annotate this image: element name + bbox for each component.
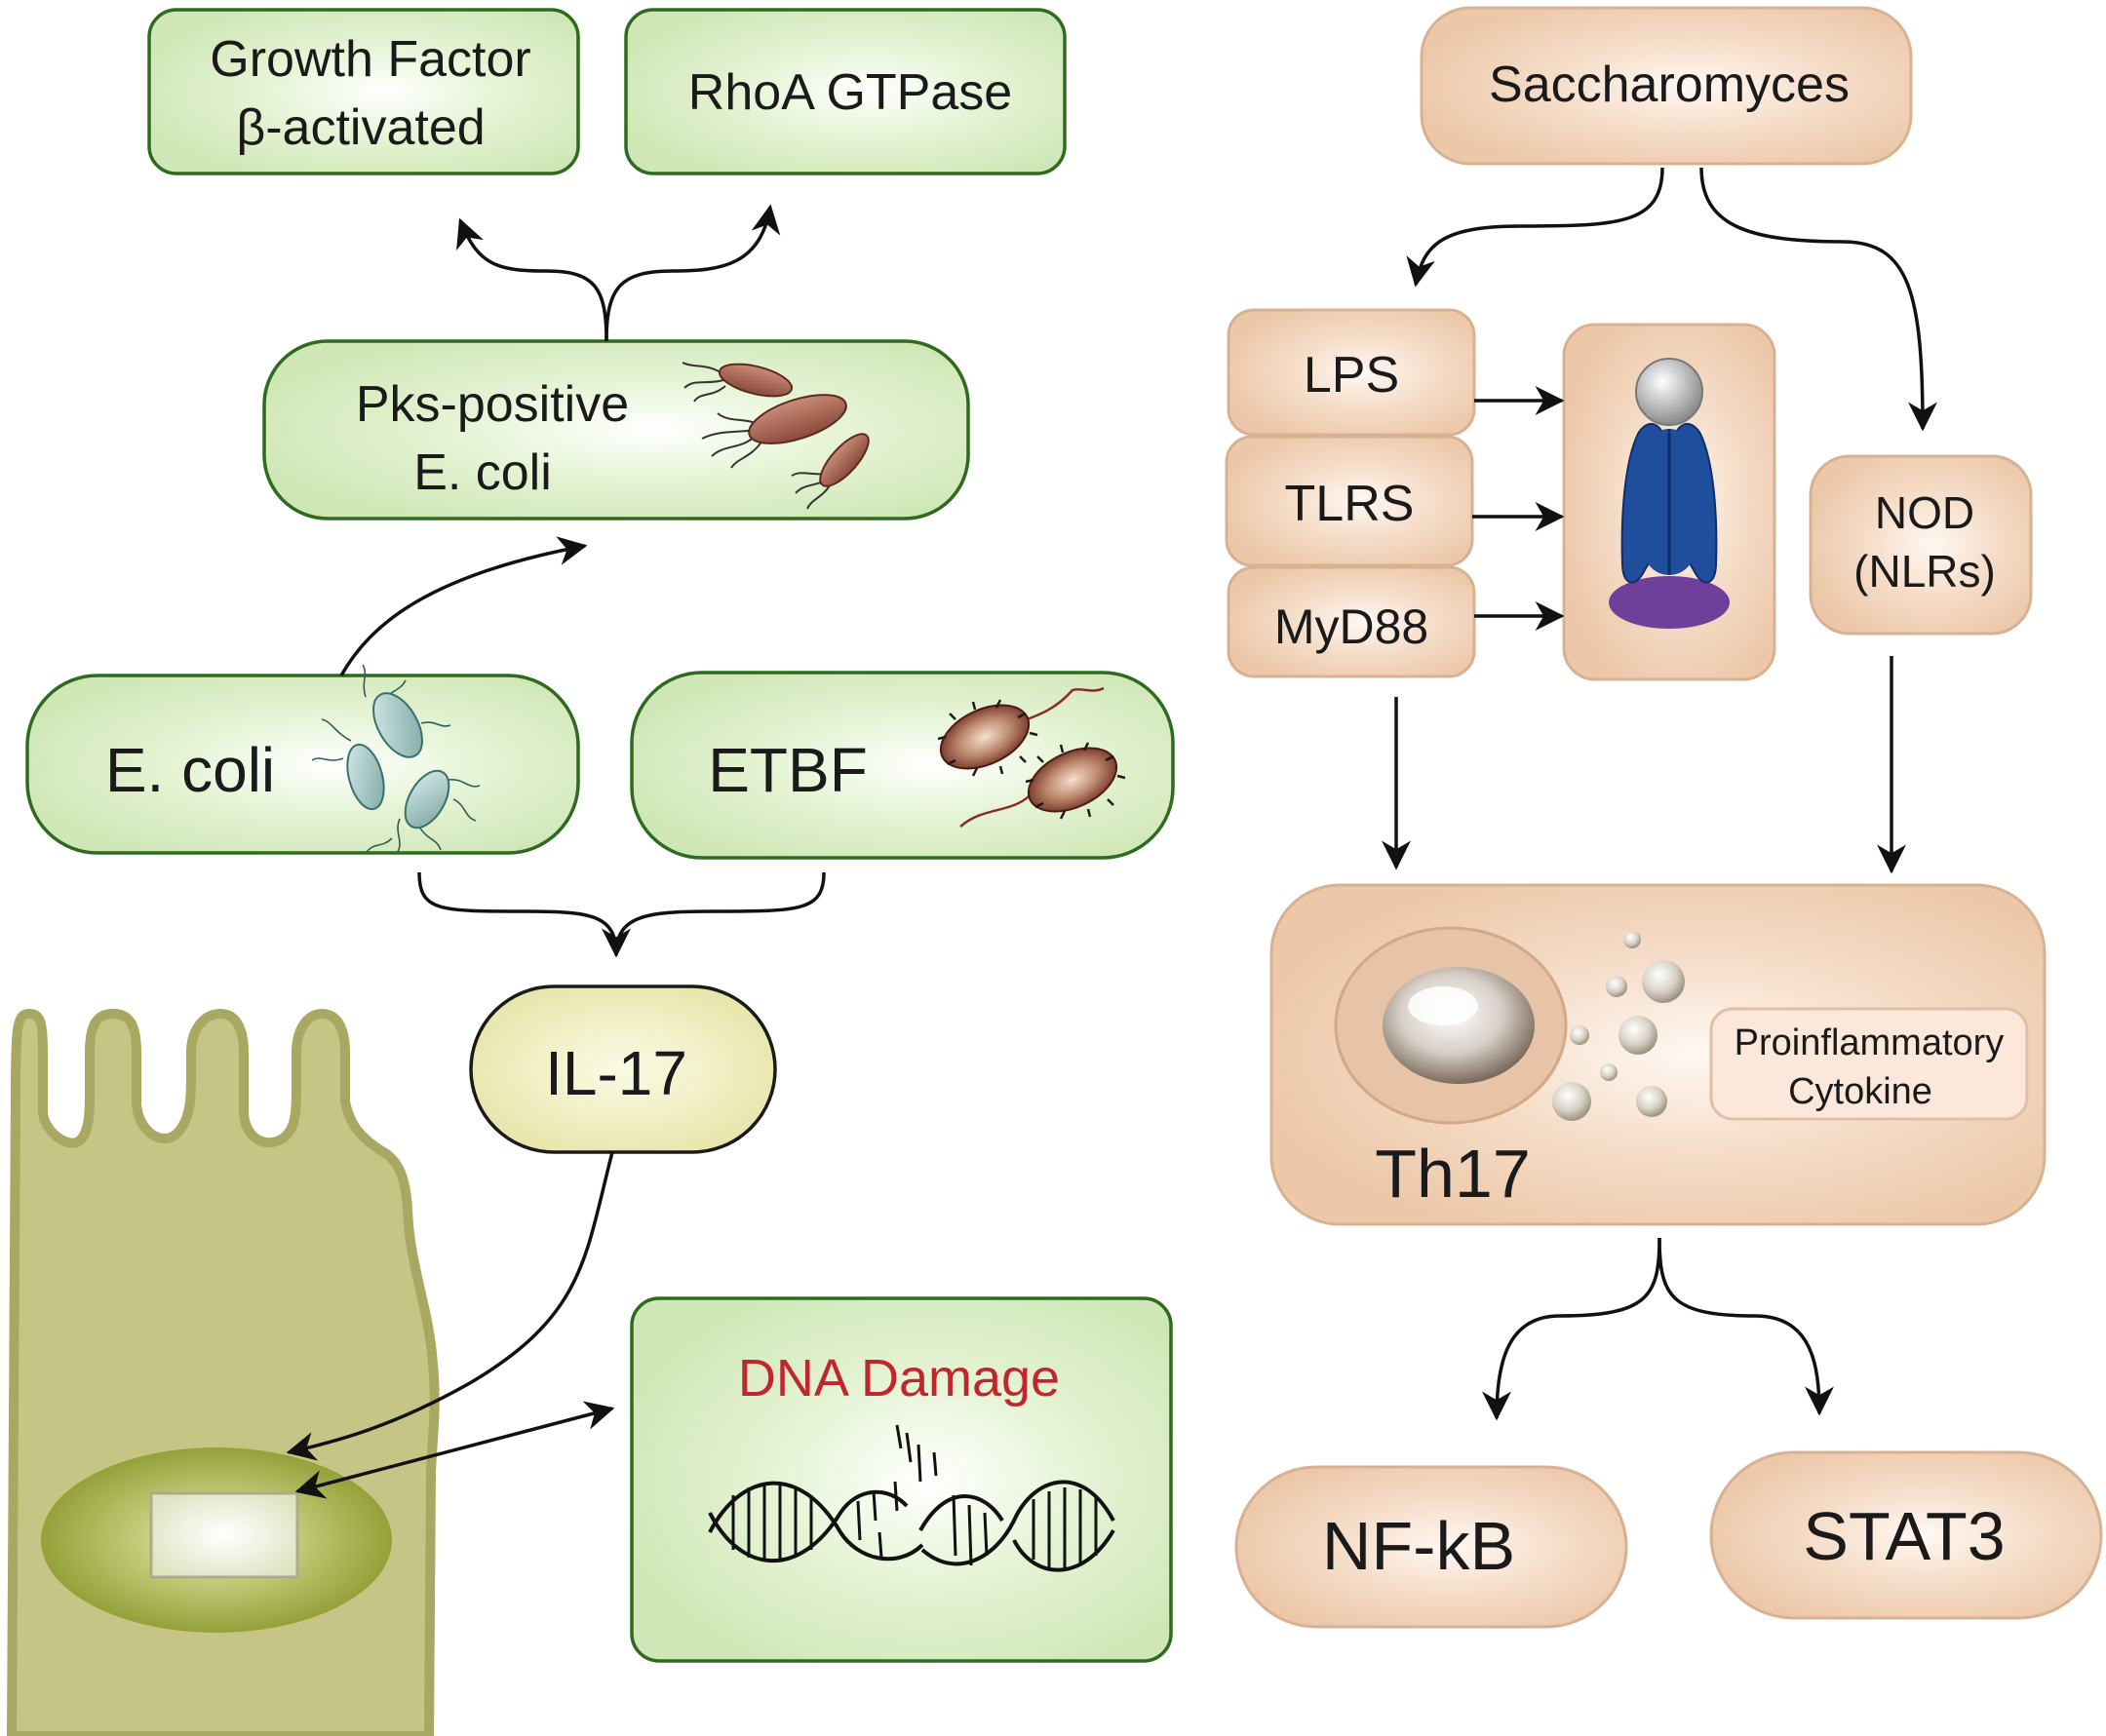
pks-ecoli-box: Pks-positive E. coli xyxy=(262,339,970,521)
growth-factor-label-2: β-activated xyxy=(236,99,485,156)
green-bacteria-icon xyxy=(311,664,481,853)
nfkb-label: NF-kB xyxy=(1322,1508,1515,1584)
nod-box: NOD (NLRs) xyxy=(1809,454,2033,636)
left-connectors xyxy=(286,204,826,1499)
cytokine-label-1: Proinflammatory xyxy=(1735,1022,2005,1063)
nucleus-dna-box xyxy=(149,1491,299,1579)
tlrs-box: TLRS xyxy=(1225,435,1474,567)
nod-label-1: NOD xyxy=(1875,487,1974,538)
broken-dna-icon xyxy=(708,1424,1115,1572)
brown-bacteria-icon xyxy=(682,362,870,510)
arrow-pks-to-rhoa xyxy=(604,204,781,342)
arrow-saccharomyces-to-lps xyxy=(1406,167,1664,288)
receptor-box xyxy=(1562,323,1776,681)
il17-box: IL-17 xyxy=(469,984,777,1154)
tlr-receptor-icon xyxy=(1609,358,1730,629)
rhoa-label: RhoA GTPase xyxy=(688,64,1012,121)
myd88-box: MyD88 xyxy=(1227,565,1476,678)
arrow-th17-to-stat3 xyxy=(1658,1237,1834,1416)
pks-label-2: E. coli xyxy=(413,444,552,501)
il17-label: IL-17 xyxy=(545,1038,687,1108)
arrow-th17-to-nfkb xyxy=(1482,1237,1661,1421)
ecoli-box: E. coli xyxy=(25,664,580,855)
nod-label-2: (NLRs) xyxy=(1853,546,1996,597)
etbf-box: ETBF xyxy=(630,671,1175,860)
th17-box: Th17 Proinflammatory Cytokine xyxy=(1269,883,2047,1226)
right-connectors xyxy=(1382,167,1937,1421)
arrow-nucleus-dna-damage xyxy=(294,1401,615,1499)
arrow-ecoli-to-pks xyxy=(339,536,588,676)
nfkb-box: NF-kB xyxy=(1234,1465,1628,1629)
arrow-pks-to-growth-factor xyxy=(456,217,608,342)
stat3-label: STAT3 xyxy=(1803,1498,2005,1574)
dna-damage-label: DNA Damage xyxy=(738,1349,1060,1408)
saccharomyces-label: Saccharomyces xyxy=(1489,57,1850,113)
th17-cell-icon xyxy=(1334,926,1685,1125)
epithelial-cell-icon xyxy=(7,1009,440,1736)
ecoli-label: E. coli xyxy=(105,735,275,805)
cytokine-box: Proinflammatory Cytokine xyxy=(1709,1007,2029,1121)
rhoa-box: RhoA GTPase xyxy=(624,8,1067,175)
th17-label: Th17 xyxy=(1375,1136,1531,1212)
tlrs-label: TLRS xyxy=(1285,476,1415,532)
myd88-label: MyD88 xyxy=(1274,599,1428,654)
etbf-label: ETBF xyxy=(708,735,868,805)
cytokine-label-2: Cytokine xyxy=(1788,1071,1932,1112)
brace-ecoli xyxy=(417,871,618,956)
saccharomyces-box: Saccharomyces xyxy=(1420,6,1913,166)
lps-label: LPS xyxy=(1304,347,1399,404)
arrow-saccharomyces-to-nod xyxy=(1699,167,1937,432)
dna-damage-box: DNA Damage xyxy=(630,1296,1173,1663)
growth-factor-label-1: Growth Factor xyxy=(210,31,530,88)
pks-label-1: Pks-positive xyxy=(356,376,629,433)
stat3-box: STAT3 xyxy=(1709,1450,2103,1620)
lps-box: LPS xyxy=(1227,308,1476,437)
growth-factor-box: Growth Factor β-activated xyxy=(147,8,580,175)
etbf-bacteria-icon xyxy=(937,686,1126,828)
arrow-brace-to-il17 xyxy=(602,871,826,958)
